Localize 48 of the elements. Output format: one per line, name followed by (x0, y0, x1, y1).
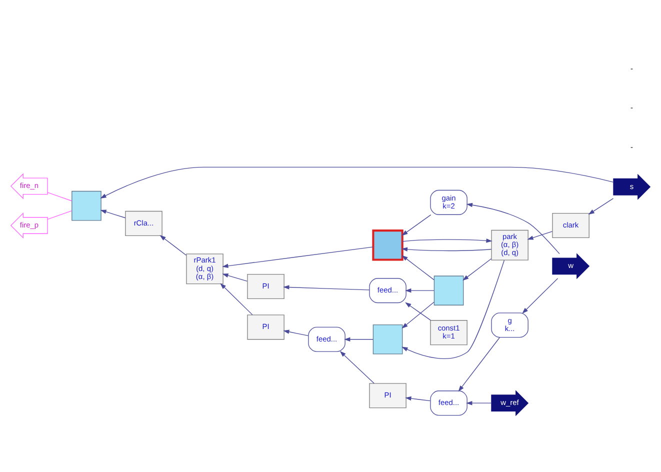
connector (47, 192, 72, 202)
node-box: rPark1 (d, q) (α, β) (186, 254, 224, 284)
connector (47, 210, 72, 220)
node-box: gain k=2 (430, 190, 468, 215)
arrow (340, 351, 374, 384)
arrow (405, 396, 431, 402)
arrow (402, 238, 492, 243)
node-box: feed... (308, 326, 346, 352)
node-box: park (α, β) (d, q) (491, 230, 528, 260)
arrow (283, 330, 309, 336)
arrow (220, 283, 253, 316)
node-box: clark (552, 212, 590, 238)
arrow (522, 278, 558, 314)
arrow (100, 210, 126, 218)
arrow (222, 246, 374, 268)
node-box: g k... (491, 312, 528, 338)
node-box (372, 230, 404, 261)
arrow (588, 198, 614, 215)
node-box: const1 k=1 (430, 320, 468, 346)
arrow (402, 255, 434, 280)
node-box: feed... (369, 278, 406, 304)
arrow (458, 337, 500, 392)
node-box (372, 324, 403, 354)
arrow (283, 285, 370, 290)
arrow (402, 260, 505, 359)
arrow (466, 400, 492, 406)
label: - (630, 142, 634, 152)
node-box: feed... (430, 390, 468, 416)
node-box: rCla... (125, 210, 162, 236)
arrow (405, 288, 434, 293)
arrow (100, 166, 614, 198)
arrow (405, 302, 431, 321)
arrow (401, 247, 492, 252)
arrow (344, 337, 374, 342)
node-box: PI (247, 314, 284, 340)
arrow (222, 273, 248, 282)
arrow (527, 231, 553, 240)
arrow (466, 202, 560, 254)
arrow (402, 302, 434, 329)
arrow (160, 235, 187, 256)
arrow (462, 258, 492, 281)
node-box (434, 276, 464, 306)
arrow (402, 214, 432, 236)
node-box: PI (369, 383, 406, 408)
label: - (630, 103, 634, 112)
label: - (630, 64, 634, 73)
node-box (72, 190, 102, 221)
node-box: PI (247, 274, 284, 300)
